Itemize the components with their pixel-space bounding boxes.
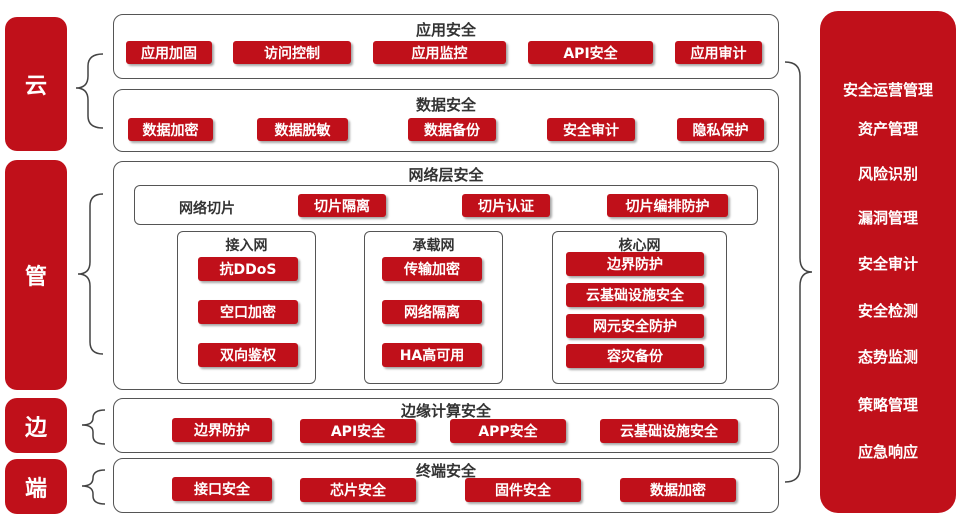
terminal-item: 固件安全 [465, 478, 581, 502]
terminal-item: 数据加密 [620, 478, 736, 502]
edge-security-title: 边缘计算安全 [400, 402, 491, 420]
network-security-title: 网络层安全 [408, 166, 484, 184]
core-item: 边界防护 [566, 252, 704, 276]
layer-label: 云 [24, 74, 47, 99]
edge-item: API安全 [300, 419, 416, 443]
data-item: 隐私保护 [677, 118, 764, 141]
operations-item: 安全运营管理 [842, 81, 933, 99]
layer-cloud: 云 [5, 17, 67, 151]
terminal-item: 芯片安全 [300, 478, 416, 502]
terminal-security-title: 终端安全 [415, 462, 476, 480]
access-net-title: 接入网 [225, 238, 268, 254]
bearer-item: 传输加密 [382, 257, 482, 281]
app-item: 应用监控 [373, 41, 506, 64]
layer-label: 边 [24, 415, 47, 441]
terminal-item: 接口安全 [172, 477, 272, 501]
access-item: 空口加密 [198, 300, 298, 324]
layer-pipe: 管 [5, 160, 67, 390]
bearer-item: 网络隔离 [382, 300, 482, 324]
operations-item: 资产管理 [857, 120, 918, 138]
core-item: 容灾备份 [566, 344, 704, 368]
operations-item: 安全审计 [857, 255, 918, 273]
edge-item: APP安全 [450, 419, 566, 443]
bearer-item: HA高可用 [382, 343, 482, 367]
slicing-item: 切片认证 [462, 194, 550, 217]
app-item: API安全 [528, 41, 653, 64]
operations-item: 漏洞管理 [857, 209, 918, 227]
slicing-item: 切片隔离 [298, 194, 386, 217]
slicing-item: 切片编排防护 [607, 194, 728, 217]
data-item: 数据加密 [128, 118, 213, 141]
data-item: 数据备份 [408, 118, 496, 141]
core-net-title: 核心网 [618, 238, 661, 254]
operations-item: 安全检测 [857, 302, 918, 320]
core-item: 网元安全防护 [566, 314, 704, 338]
operations-item: 策略管理 [857, 396, 918, 414]
app-item: 访问控制 [233, 41, 351, 64]
data-item: 数据脱敏 [257, 118, 348, 141]
layer-end: 端 [5, 459, 67, 514]
access-item: 抗DDoS [198, 257, 298, 281]
operations-item: 态势监测 [857, 348, 918, 366]
access-item: 双向鉴权 [198, 343, 298, 367]
layer-label: 端 [24, 476, 47, 502]
layer-edge: 边 [5, 398, 67, 453]
network-slicing-label: 网络切片 [179, 201, 235, 217]
bearer-net-title: 承载网 [412, 238, 455, 254]
edge-item: 边界防护 [172, 418, 272, 442]
app-item: 应用审计 [675, 41, 762, 64]
app-item: 应用加固 [126, 41, 212, 64]
operations-item: 应急响应 [857, 443, 918, 461]
layer-label: 管 [24, 265, 47, 290]
core-item: 云基础设施安全 [566, 283, 704, 307]
app-security-title: 应用安全 [415, 21, 476, 39]
data-item: 安全审计 [547, 118, 635, 141]
operations-panel [820, 11, 956, 513]
edge-item: 云基础设施安全 [600, 419, 738, 443]
operations-item: 风险识别 [857, 165, 918, 183]
data-security-title: 数据安全 [415, 96, 476, 114]
